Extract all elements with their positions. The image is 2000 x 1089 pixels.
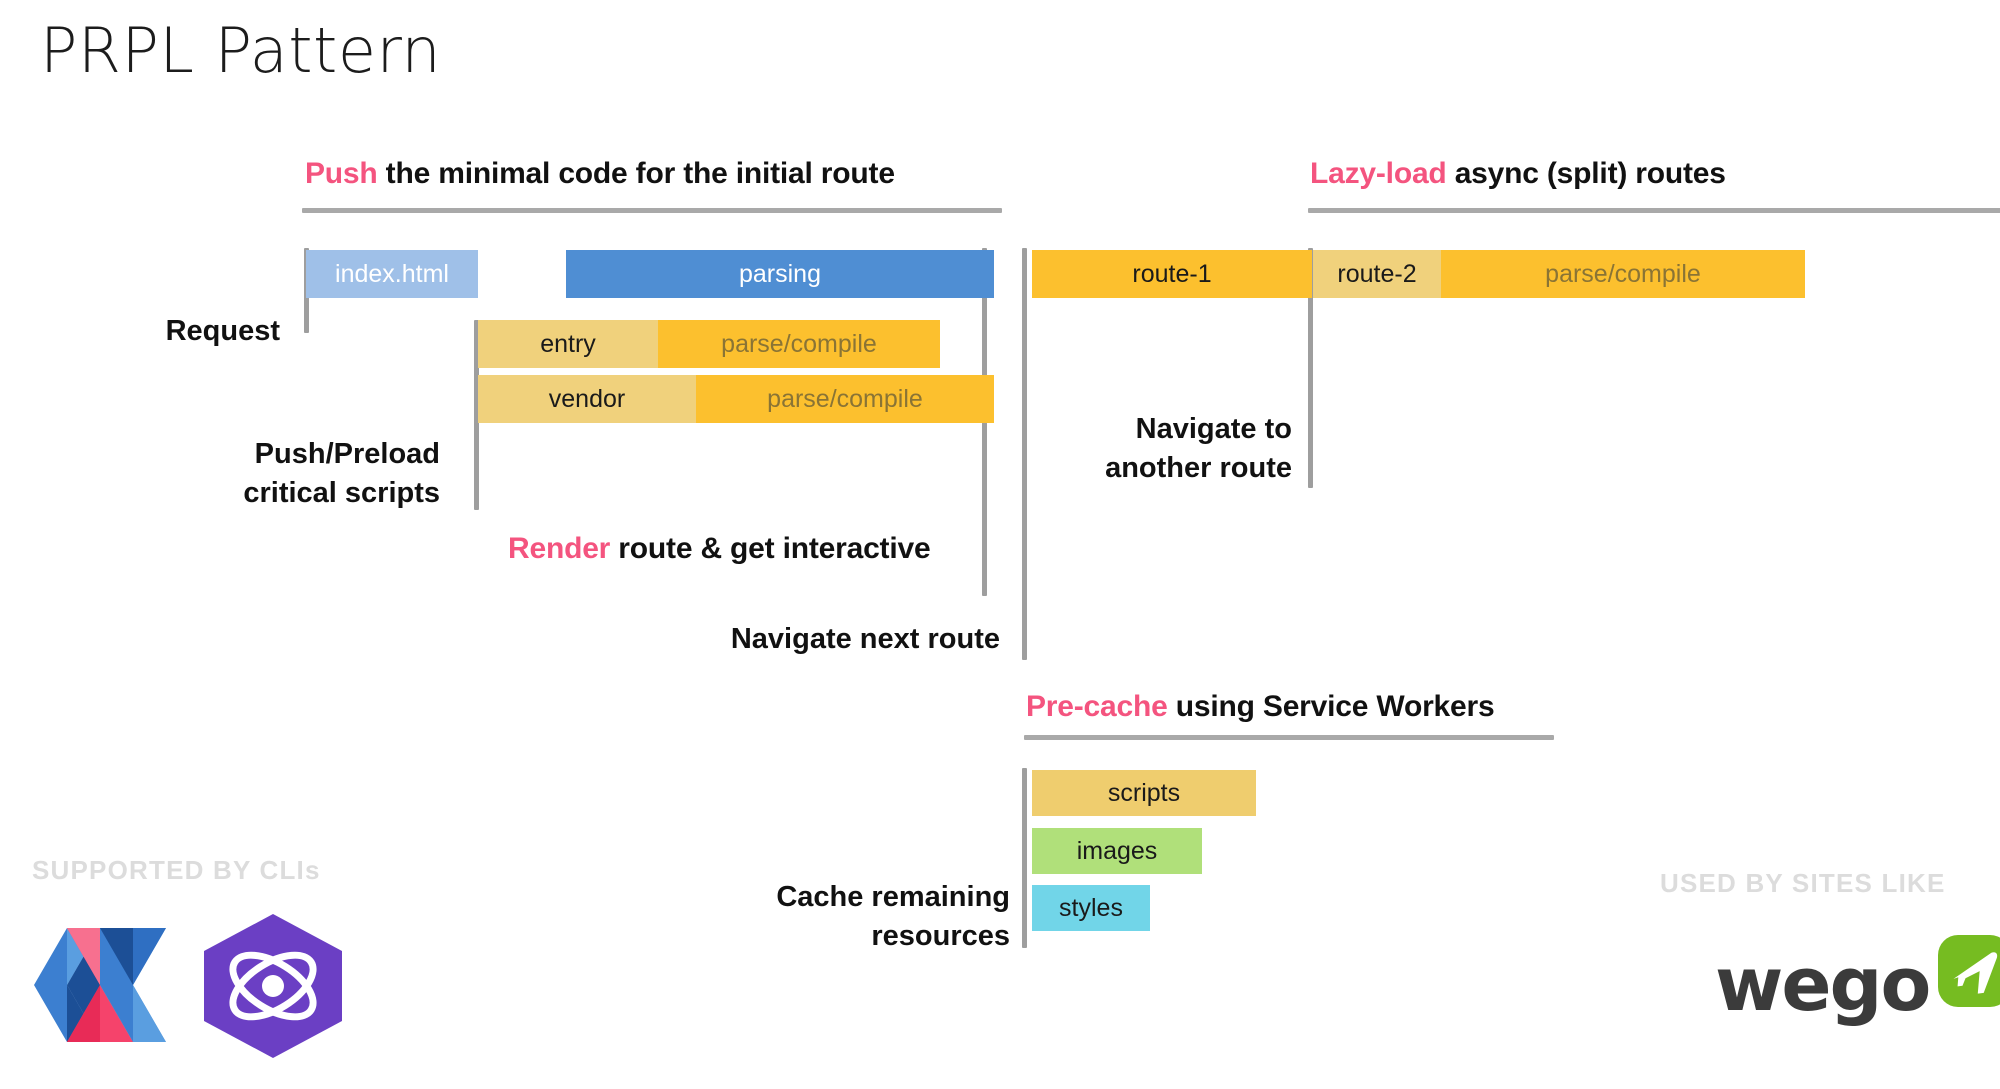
bar-images[interactable]: images bbox=[1032, 828, 1202, 874]
timeline-rail-navigate-another bbox=[1308, 248, 1313, 488]
section-heading-precache: Pre-cache using Service Workers bbox=[1026, 690, 1495, 724]
bar-segment-scripts: scripts bbox=[1032, 770, 1256, 816]
bar-segment-images: images bbox=[1032, 828, 1202, 874]
bar-segment-vendor: vendor bbox=[478, 375, 696, 423]
bar-segment-index-html: index.html bbox=[306, 250, 478, 298]
bar-styles[interactable]: styles bbox=[1032, 885, 1150, 931]
section-heading-push: Push the minimal code for the initial ro… bbox=[305, 157, 895, 191]
bar-segment-vendor-parse-compile: parse/compile bbox=[696, 375, 994, 423]
label-push-preload: Push/Preload critical scripts bbox=[243, 438, 440, 509]
bar-entry[interactable]: entry parse/compile bbox=[478, 320, 940, 368]
section-keyword-precache: Pre-cache bbox=[1026, 690, 1168, 723]
section-rest-precache: using Service Workers bbox=[1167, 690, 1495, 723]
bar-segment-route-1: route-1 bbox=[1032, 250, 1312, 298]
atom-hexagon-logo-icon bbox=[200, 912, 346, 1060]
label-navigate-another-route: Navigate to another route bbox=[1105, 413, 1292, 484]
bar-segment-route-2: route-2 bbox=[1313, 250, 1441, 298]
label-cache-remaining: Cache remaining resources bbox=[776, 881, 1010, 952]
timeline-rail-push-preload bbox=[474, 320, 479, 510]
bar-route-1[interactable]: route-1 bbox=[1032, 250, 1312, 298]
bar-index-html[interactable]: index.html bbox=[306, 250, 478, 298]
label-navigate-next-route: Navigate next route bbox=[730, 623, 1000, 655]
section-heading-lazy: Lazy-load async (split) routes bbox=[1310, 157, 1726, 191]
bar-parsing[interactable]: parsing bbox=[566, 250, 994, 298]
bar-segment-parsing: parsing bbox=[566, 250, 994, 298]
wego-logo: wego bbox=[1715, 930, 2000, 1030]
section-keyword-lazy: Lazy-load bbox=[1310, 157, 1447, 190]
wego-wordmark: wego bbox=[1715, 942, 1931, 1028]
label-request: Request bbox=[165, 315, 280, 347]
bar-segment-entry-parse-compile: parse/compile bbox=[658, 320, 940, 368]
section-rest-push: the minimal code for the initial route bbox=[377, 157, 895, 190]
timeline-rail-navigate-next bbox=[1022, 248, 1027, 660]
section-heading-render: Render route & get interactive bbox=[508, 532, 931, 566]
bar-segment-styles: styles bbox=[1032, 885, 1150, 931]
section-rule-lazy bbox=[1308, 208, 2000, 213]
bar-segment-route-2-parse-compile: parse/compile bbox=[1441, 250, 1805, 298]
bar-vendor[interactable]: vendor parse/compile bbox=[478, 375, 994, 423]
section-keyword-push: Push bbox=[305, 157, 378, 190]
bar-scripts[interactable]: scripts bbox=[1032, 770, 1256, 816]
section-rule-precache bbox=[1024, 735, 1554, 740]
strap-used-by-sites-like: USED BY SITES LIKE bbox=[1660, 868, 1946, 898]
wego-plane-badge-icon bbox=[1937, 934, 2000, 1013]
bar-route-2[interactable]: route-2 parse/compile bbox=[1313, 250, 1805, 298]
timeline-rail-cache bbox=[1022, 768, 1027, 948]
section-rest-render: route & get interactive bbox=[610, 532, 931, 565]
section-rule-push bbox=[302, 208, 1002, 213]
strap-supported-by-clis: SUPPORTED BY CLIs bbox=[32, 855, 321, 885]
section-rest-lazy: async (split) routes bbox=[1446, 157, 1726, 190]
page-title: PRPL Pattern bbox=[40, 14, 442, 87]
bar-segment-entry: entry bbox=[478, 320, 658, 368]
polymer-logo-icon bbox=[34, 920, 166, 1050]
section-keyword-render: Render bbox=[508, 532, 611, 565]
